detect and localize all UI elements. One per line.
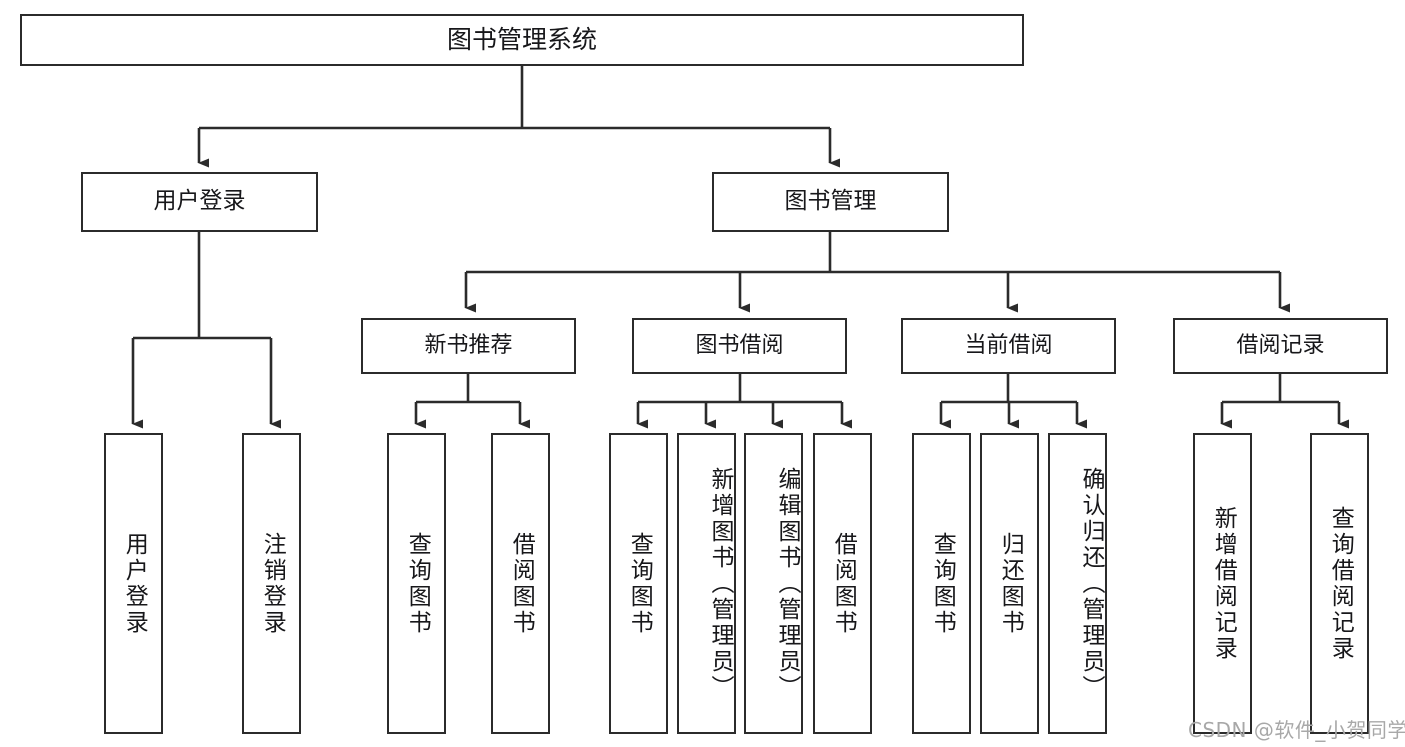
csdn-watermark: CSDN @软件_小贺同学 [1188, 718, 1405, 742]
node-new-book-recommend[interactable]: 新书推荐 [361, 318, 576, 374]
node-borrow-record[interactable]: 借阅记录 [1173, 318, 1388, 374]
leaf-add-borrow-record[interactable]: 新增借阅记录 [1193, 433, 1252, 734]
leaf-confirm-return-admin[interactable]: 确认归还（管理员） [1048, 433, 1107, 734]
node-book-borrow[interactable]: 图书借阅 [632, 318, 847, 374]
leaf-query-borrow-record[interactable]: 查询借阅记录 [1310, 433, 1369, 734]
leaf-borrow-book-borrow[interactable]: 借阅图书 [813, 433, 872, 734]
leaf-query-book-borrow[interactable]: 查询图书 [609, 433, 668, 734]
node-user-login[interactable]: 用户登录 [81, 172, 318, 232]
leaf-user-login[interactable]: 用户登录 [104, 433, 163, 734]
leaf-return-book[interactable]: 归还图书 [980, 433, 1039, 734]
node-root[interactable]: 图书管理系统 [20, 14, 1024, 66]
leaf-user-logout[interactable]: 注销登录 [242, 433, 301, 734]
leaf-edit-book-admin[interactable]: 编辑图书（管理员） [744, 433, 803, 734]
leaf-query-book-newbook[interactable]: 查询图书 [387, 433, 446, 734]
leaf-borrow-book-newbook[interactable]: 借阅图书 [491, 433, 550, 734]
leaf-add-book-admin[interactable]: 新增图书（管理员） [677, 433, 736, 734]
node-current-borrow[interactable]: 当前借阅 [901, 318, 1116, 374]
node-book-management[interactable]: 图书管理 [712, 172, 949, 232]
leaf-query-book-current[interactable]: 查询图书 [912, 433, 971, 734]
